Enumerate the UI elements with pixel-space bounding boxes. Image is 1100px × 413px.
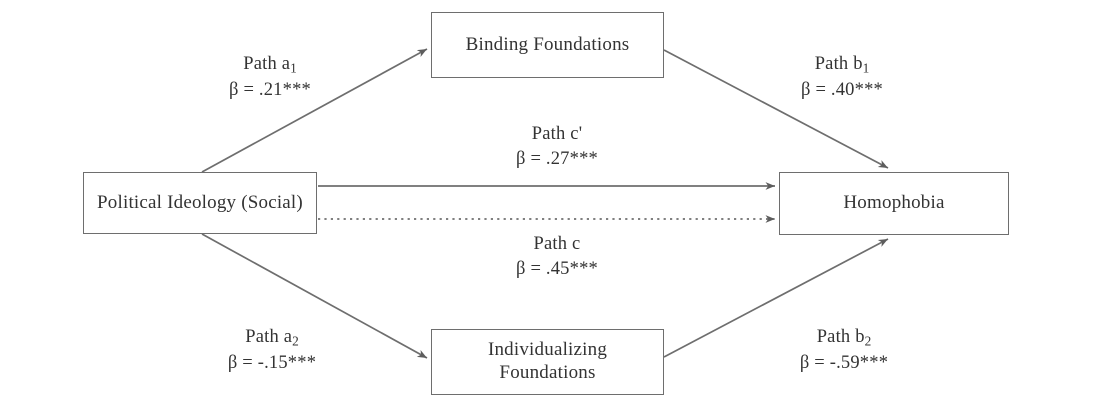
path-b1-subscript: 1	[862, 60, 870, 76]
path-a1-subscript: 1	[290, 60, 297, 76]
path-b2-subscript: 2	[864, 333, 872, 349]
path-c-prime-label: Path c' β = .27***	[462, 122, 652, 172]
node-homophobia: Homophobia	[779, 172, 1009, 235]
path-a2-label: Path a2 β = -.15***	[186, 325, 358, 375]
path-c-coefficient: β = .45***	[516, 258, 598, 279]
node-binding-foundations: Binding Foundations	[431, 12, 664, 78]
path-a2-subscript: 2	[292, 333, 299, 349]
node-individualizing-foundations: Individualizing Foundations	[431, 329, 664, 395]
path-b2-line	[663, 238, 889, 358]
path-b1-name: Path b1	[814, 54, 870, 76]
path-a2-coefficient: β = -.15***	[227, 352, 317, 373]
path-c-prime-name: Path c'	[531, 124, 583, 144]
node-individualizing-line1: Individualizing	[487, 339, 608, 361]
node-homophobia-label: Homophobia	[843, 192, 945, 214]
path-c-name: Path c	[533, 234, 581, 254]
path-b2-name: Path b2	[816, 327, 872, 349]
path-a2-name: Path a2	[245, 327, 299, 349]
node-political-ideology-label: Political Ideology (Social)	[97, 191, 303, 213]
node-individualizing-line2: Foundations	[499, 362, 596, 383]
path-a1-coefficient: β = .21***	[229, 79, 311, 100]
path-a1-label: Path a1 β = .21***	[190, 52, 350, 102]
path-b2-label: Path b2 β = -.59***	[758, 325, 930, 375]
node-individualizing-foundations-label: Individualizing Foundations	[488, 339, 607, 385]
path-a1-name: Path a1	[243, 54, 297, 76]
node-political-ideology: Political Ideology (Social)	[83, 172, 317, 234]
path-a1-line	[201, 48, 428, 173]
path-b1-label: Path b1 β = .40***	[762, 52, 922, 102]
node-binding-foundations-label: Binding Foundations	[465, 33, 630, 55]
path-c-label: Path c β = .45***	[462, 232, 652, 282]
path-b1-line	[663, 49, 889, 169]
path-c-prime-coefficient: β = .27***	[516, 148, 598, 169]
path-b1-coefficient: β = .40***	[801, 79, 883, 100]
path-b2-coefficient: β = -.59***	[799, 352, 889, 373]
path-a2-line	[201, 233, 428, 359]
